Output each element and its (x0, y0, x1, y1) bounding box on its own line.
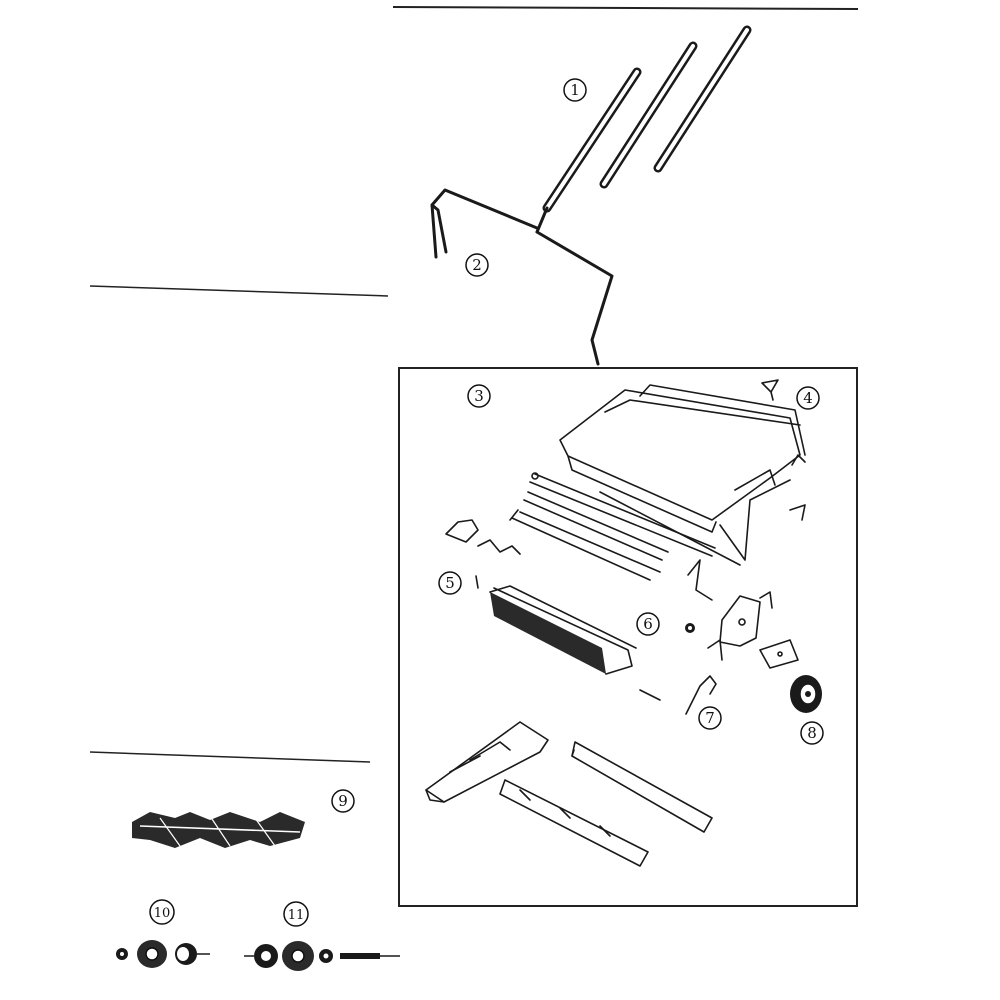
callout-11: 11 (283, 901, 309, 927)
callouts: 1 2 3 4 5 6 7 8 (149, 78, 824, 927)
divider-lines (89, 6, 859, 763)
spiral-brush (132, 812, 305, 848)
callout-2-label: 2 (472, 256, 482, 274)
divider-left-lower (89, 751, 371, 763)
callout-8-label: 8 (807, 724, 817, 742)
sweeper-housing (559, 384, 806, 561)
callout-6: 6 (636, 612, 660, 636)
callout-5: 5 (438, 571, 462, 595)
divider-left-upper (89, 285, 389, 297)
drive-wheel (790, 675, 822, 713)
callout-2: 2 (465, 253, 489, 277)
assembly-frame (398, 367, 858, 907)
callout-3: 3 (467, 384, 491, 408)
callout-9: 9 (331, 789, 355, 813)
callout-3-label: 3 (474, 387, 484, 405)
bushing (685, 623, 695, 633)
callout-10: 10 (149, 899, 175, 925)
brush-roller (489, 585, 637, 675)
bumper-rail-upper (571, 741, 713, 833)
drive-spring (639, 675, 717, 715)
pin-part (761, 379, 779, 401)
callout-9-label: 9 (338, 792, 348, 810)
callout-1: 1 (563, 78, 587, 102)
callout-7-label: 7 (705, 709, 715, 727)
callout-6-label: 6 (643, 615, 653, 633)
wheel-springs (445, 519, 713, 601)
gear-set-11 (244, 941, 400, 971)
callout-1-label: 1 (570, 81, 580, 99)
callout-4: 4 (796, 386, 820, 410)
axle-rods (509, 472, 741, 581)
callout-10-label: 10 (154, 906, 171, 921)
callout-5-label: 5 (445, 574, 455, 592)
gear-set-10 (116, 940, 210, 968)
handle-tubes (542, 25, 752, 213)
handle-bail (430, 188, 614, 366)
callout-8: 8 (800, 721, 824, 745)
bumper-rail-lower (499, 779, 649, 867)
base-plate (425, 721, 549, 803)
callout-11-label: 11 (288, 908, 305, 923)
callout-7: 7 (698, 706, 722, 730)
divider-top (392, 6, 859, 10)
side-bracket (707, 591, 799, 669)
callout-4-label: 4 (803, 389, 813, 407)
